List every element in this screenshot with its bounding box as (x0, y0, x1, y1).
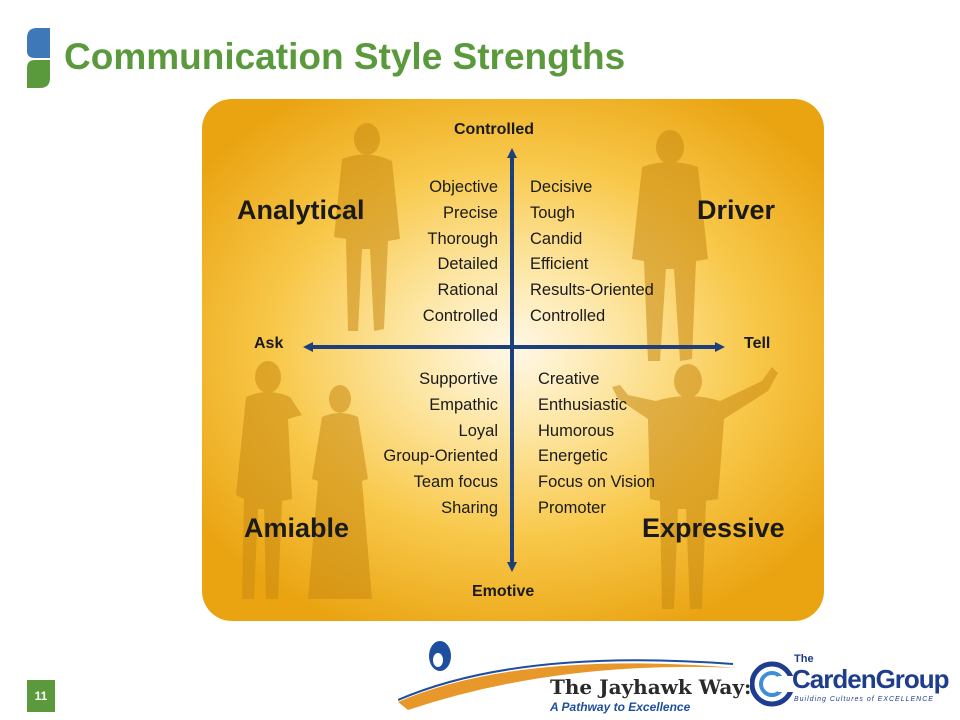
trait-item: Efficient (530, 255, 589, 274)
traits-amiable: Supportive Empathic Loyal Group-Oriented… (383, 367, 498, 522)
quadrant-name-driver: Driver (697, 195, 776, 225)
carden-prefix: The (794, 653, 814, 665)
carden-name: CardenGroup (792, 664, 950, 694)
jayhawk-swoosh-icon (398, 641, 738, 710)
trait-item: Controlled (422, 306, 498, 325)
silhouette-cheering-man-icon (612, 364, 778, 609)
trait-item: Results-Oriented (530, 281, 654, 300)
trait-item: Decisive (530, 178, 593, 196)
trait-item: Empathic (429, 395, 498, 414)
trait-item: Energetic (538, 447, 608, 466)
trait-item: Tough (530, 203, 575, 222)
carden-tagline: Building Cultures of EXCELLENCE (794, 696, 934, 703)
trait-item: Controlled (530, 306, 606, 325)
trait-item: Rational (437, 281, 498, 300)
axis-label-left: Ask (254, 335, 284, 352)
quadrant-name-expressive: Expressive (642, 513, 785, 543)
jayhawk-logo: The Jayhawk Way: A Pathway to Excellence (398, 630, 751, 720)
traits-driver: Decisive Tough Candid Efficient Results-… (530, 175, 654, 330)
trait-item: Promoter (538, 498, 606, 517)
title-accent-mark (27, 28, 50, 88)
trait-item: Objective (429, 178, 498, 196)
quadrant-diagram: Controlled Emotive Ask Tell Analytical D… (202, 99, 824, 621)
carden-group-logo: The CardenGroup Building Cultures of EXC… (748, 650, 950, 714)
trait-item: Precise (442, 203, 498, 222)
trait-item: Focus on Vision (538, 473, 656, 492)
trait-item: Candid (530, 229, 583, 248)
page-title: Communication Style Strengths (64, 36, 626, 77)
trait-item: Loyal (458, 421, 498, 440)
silhouette-talking-couple-icon (236, 361, 372, 599)
axes (303, 148, 725, 572)
trait-item: Creative (538, 370, 600, 388)
silhouettes (236, 123, 778, 609)
silhouette-thinking-person-icon (334, 123, 400, 331)
quadrant-name-amiable: Amiable (244, 513, 350, 543)
trait-item: Sharing (441, 498, 498, 517)
trait-item: Team focus (413, 473, 498, 492)
axis-label-bottom: Emotive (472, 583, 535, 600)
jayhawk-line2: A Pathway to Excellence (550, 700, 691, 714)
trait-item: Enthusiastic (538, 395, 627, 414)
axis-label-top: Controlled (454, 121, 534, 138)
trait-item: Thorough (427, 229, 498, 248)
traits-analytical: Objective Precise Thorough Detailed Rati… (423, 175, 498, 330)
axis-label-right: Tell (744, 335, 771, 352)
jayhawk-line1: The Jayhawk Way: (550, 675, 752, 699)
carden-globe-icon (750, 661, 794, 707)
quadrant-name-analytical: Analytical (237, 195, 365, 225)
silhouette-standing-man-icon (632, 130, 708, 361)
page-number: 11 (27, 680, 55, 712)
trait-item: Supportive (419, 370, 498, 388)
trait-item: Group-Oriented (383, 447, 498, 466)
trait-item: Humorous (538, 421, 615, 440)
trait-item: Detailed (437, 255, 498, 274)
traits-expressive: Creative Enthusiastic Humorous Energetic… (538, 367, 655, 522)
